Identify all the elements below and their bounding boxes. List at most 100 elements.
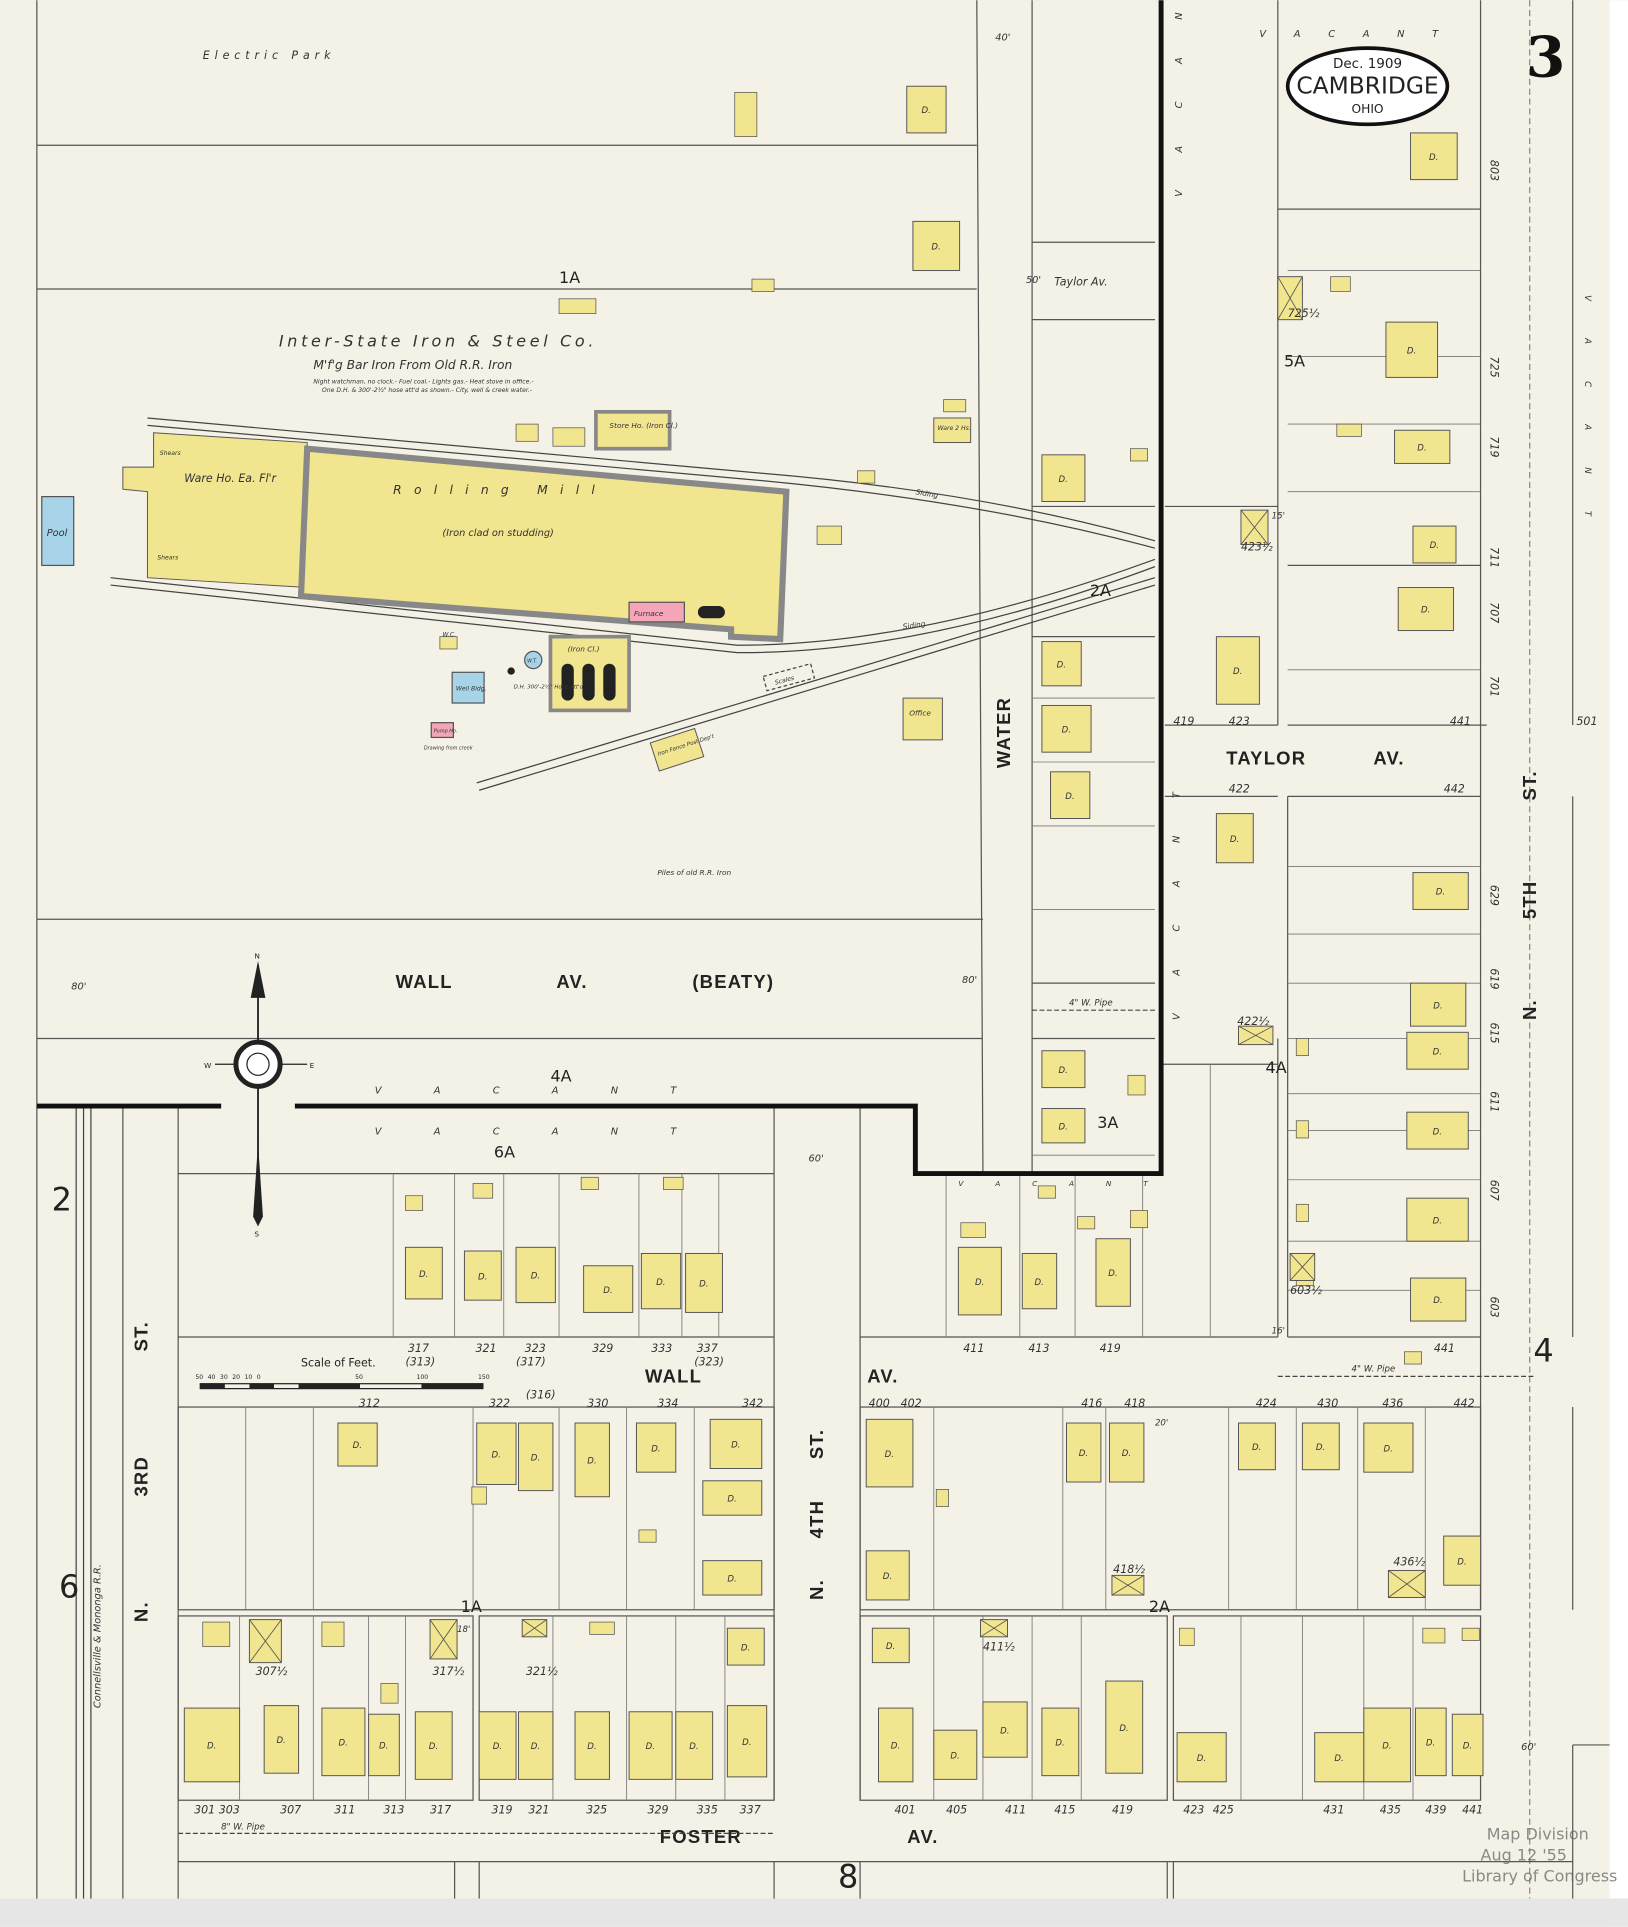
dwelling-label: D. — [531, 1742, 540, 1752]
house-number: 442 — [1444, 783, 1465, 796]
dwelling: D. — [1215, 813, 1254, 864]
railroad-label: Connellsville & Mononga R.R. — [93, 1564, 104, 1708]
dwelling: D. — [463, 1250, 502, 1301]
house-number: 619 — [1487, 968, 1500, 989]
house-number: 501 — [1576, 715, 1597, 728]
house-number: 307 — [280, 1804, 301, 1817]
house-number: 603½ — [1290, 1284, 1322, 1297]
crossed-building — [1289, 1252, 1316, 1281]
store-house — [594, 409, 672, 451]
district-label: 4A — [550, 1066, 571, 1085]
outbuilding — [857, 470, 876, 484]
house-number: 419 — [1173, 715, 1194, 728]
siding-label-2: Siding — [902, 619, 926, 631]
map-state: OHIO — [1351, 102, 1383, 116]
hose-label: D.H. 300'-2½" Hose Att'd — [514, 683, 584, 690]
dwelling-label: D. — [1433, 1216, 1442, 1226]
dwelling-label: D. — [891, 1742, 900, 1752]
dwelling-label: D. — [742, 1738, 751, 1748]
house-number: 607 — [1487, 1180, 1500, 1201]
dwelling: D. — [574, 1422, 610, 1498]
district-label: 1A — [461, 1597, 482, 1616]
dwelling-label: D. — [886, 1642, 895, 1652]
dwelling-label: D. — [1197, 1754, 1206, 1764]
outbuilding — [1295, 1038, 1309, 1057]
outbuilding — [734, 91, 758, 137]
house-number: (323) — [694, 1355, 724, 1368]
outbuilding — [1295, 1203, 1309, 1222]
outbuilding — [935, 1489, 949, 1507]
house-number: 725½ — [1288, 307, 1320, 320]
dwelling: D. — [1301, 1422, 1340, 1471]
dwelling-label: D. — [587, 1742, 596, 1752]
house-number: 423 — [1229, 715, 1250, 728]
dwelling: D. — [675, 1711, 714, 1780]
outbuilding — [558, 298, 597, 314]
adjacent-sheet-2: 2 — [52, 1180, 72, 1218]
district-label: 6A — [494, 1143, 515, 1162]
street-grid — [36, 0, 1610, 1899]
railroad-sidings — [110, 417, 1156, 791]
house-number: 325 — [586, 1804, 607, 1817]
house-number: 337 — [697, 1342, 718, 1355]
dwelling-label: D. — [531, 1454, 540, 1464]
house-number: 402 — [901, 1397, 922, 1410]
adjacent-sheet-4: 4 — [1533, 1332, 1553, 1370]
width-label: 16' — [1272, 1326, 1285, 1336]
outbuilding — [1461, 1627, 1480, 1641]
dwelling: D. — [476, 1422, 517, 1485]
dwelling: D. — [518, 1422, 554, 1492]
street-label-wall-beaty: WALL AV. (BEATY) — [396, 971, 775, 992]
rolling-mill-label: Rolling Mill — [393, 483, 607, 497]
dwelling-label: D. — [493, 1742, 502, 1752]
outbuilding — [1179, 1627, 1195, 1646]
dwelling: D. — [1406, 1197, 1469, 1242]
dwelling: D. — [628, 1711, 673, 1780]
dwelling-label: D. — [1079, 1449, 1088, 1459]
dwelling: D. — [263, 1705, 300, 1774]
house-number: 334 — [657, 1397, 678, 1410]
width-label: 60' — [1521, 1742, 1536, 1753]
house-number: 413 — [1028, 1342, 1049, 1355]
dwelling-label: D. — [1463, 1742, 1472, 1752]
width-label: 15' — [1272, 512, 1285, 522]
dwelling: D. — [1176, 1732, 1227, 1783]
dwelling: D. — [1215, 636, 1260, 705]
dwelling: D. — [957, 1246, 1002, 1316]
dwelling-label: D. — [1065, 792, 1074, 802]
house-number: 322 — [489, 1397, 510, 1410]
house-number: (316) — [526, 1388, 556, 1401]
iron-fence-post-dept — [649, 727, 705, 772]
stamp-line: Map Division — [1487, 1825, 1589, 1844]
dwelling-label: D. — [1059, 475, 1068, 485]
pump-note: Drawing from creek — [424, 746, 473, 752]
dwelling: D. — [1105, 1680, 1144, 1774]
house-number: 411 — [963, 1342, 984, 1355]
map-city: CAMBRIDGE — [1296, 72, 1438, 100]
house-number: 603 — [1487, 1296, 1500, 1317]
outbuilding — [1130, 1210, 1148, 1229]
company-name: Inter-State Iron & Steel Co. — [279, 332, 597, 351]
pool — [41, 495, 75, 567]
house-number: 312 — [359, 1397, 380, 1410]
hydrant-icon — [507, 667, 515, 675]
width-label: 50' — [1026, 275, 1041, 286]
dwelling-label: D. — [1433, 1001, 1442, 1011]
street-label-wall: WALL AV. — [645, 1365, 899, 1386]
house-number: 313 — [383, 1804, 404, 1817]
dwelling-label: D. — [1433, 1047, 1442, 1057]
street-label-taylor-small: Taylor Av. — [1054, 275, 1107, 288]
rolling-mill-sub-label: (Iron clad on studding) — [442, 528, 554, 539]
dwelling-label: D. — [922, 106, 931, 116]
street-label-water: WATER — [993, 697, 1014, 768]
company-notes-2: One D.H. & 300'-2½" hose att'd as shown.… — [322, 386, 532, 394]
pump-house-label: Pump Ho. — [434, 729, 458, 735]
dwelling-label: D. — [531, 1272, 540, 1282]
crossed-building — [1277, 276, 1303, 321]
furnace-label: Furnace — [634, 609, 664, 618]
library-of-congress-stamp: Map Division Aug 12 '55 Library of Congr… — [1462, 1825, 1617, 1886]
dwelling-label: D. — [1382, 1742, 1391, 1752]
dwelling-label: D. — [741, 1643, 750, 1653]
house-number: 323 — [525, 1342, 546, 1355]
